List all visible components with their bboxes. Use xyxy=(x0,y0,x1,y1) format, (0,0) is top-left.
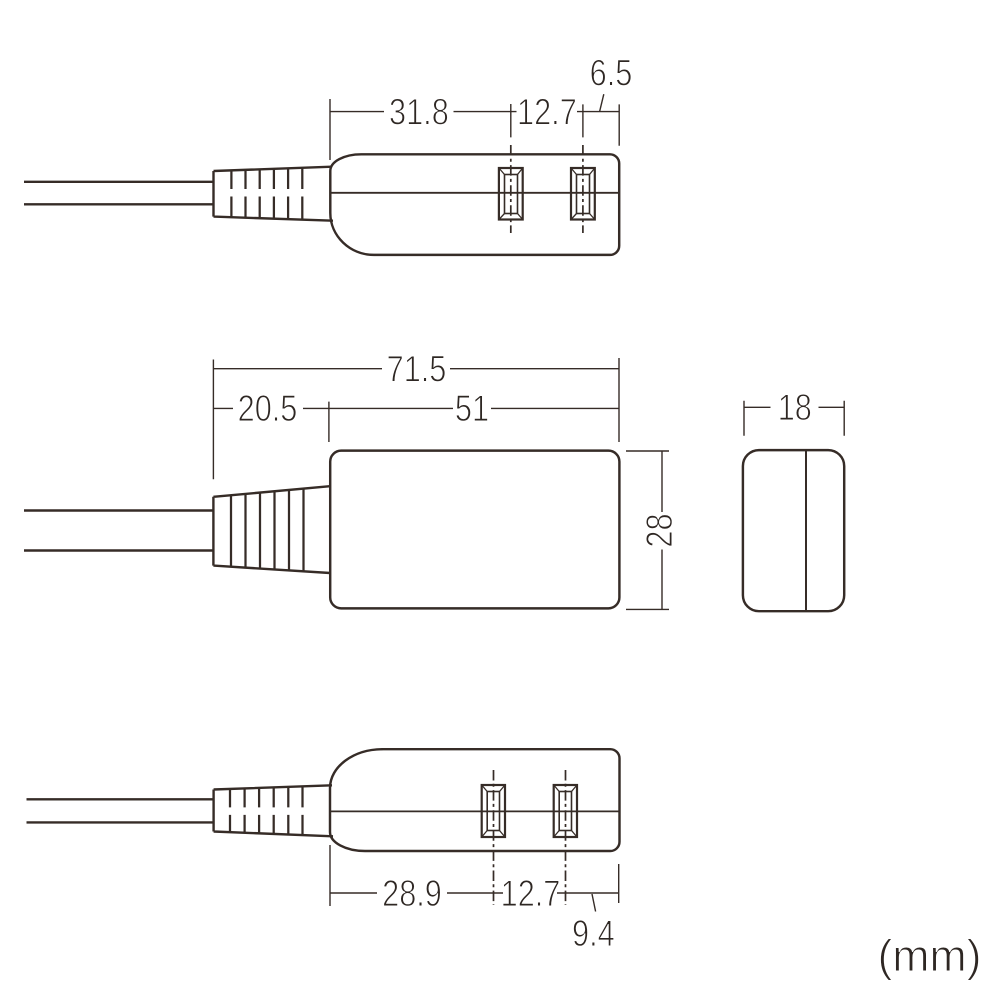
svg-text:71.5: 71.5 xyxy=(387,349,447,390)
svg-text:12.7: 12.7 xyxy=(517,92,577,133)
svg-text:28.9: 28.9 xyxy=(382,873,442,914)
svg-text:9.4: 9.4 xyxy=(572,913,615,954)
svg-text:51: 51 xyxy=(455,388,489,429)
svg-text:20.5: 20.5 xyxy=(238,388,298,429)
svg-text:(mm): (mm) xyxy=(878,932,982,981)
svg-text:6.5: 6.5 xyxy=(590,53,633,94)
svg-text:12.7: 12.7 xyxy=(501,873,561,914)
svg-text:31.8: 31.8 xyxy=(389,92,449,133)
svg-text:28: 28 xyxy=(639,513,680,547)
svg-text:18: 18 xyxy=(778,387,812,428)
